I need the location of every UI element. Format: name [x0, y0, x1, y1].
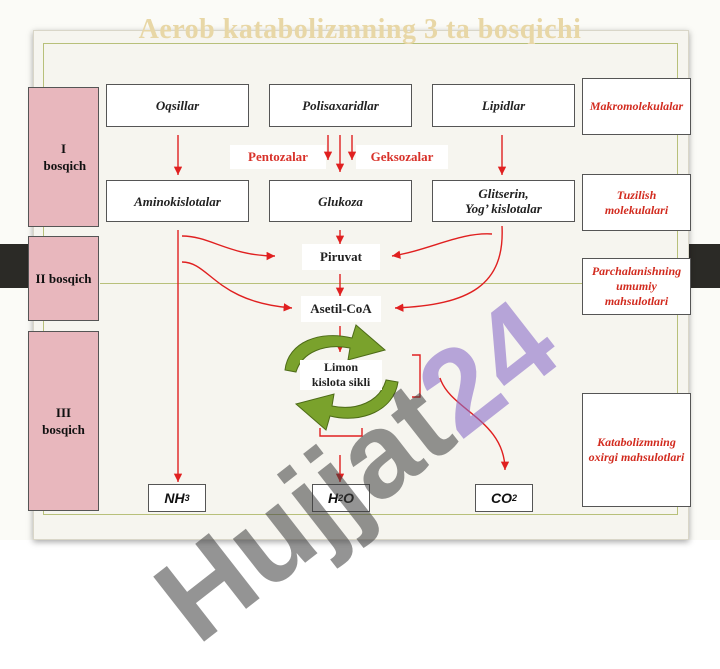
h2o-base: H: [327, 490, 339, 506]
cycle-arrow-top: [284, 324, 387, 373]
stage-1-label: I bosqich: [43, 141, 87, 173]
bracket-bottom: [319, 428, 363, 437]
box-oqsillar: Oqsillar: [106, 84, 249, 127]
stage-2: II bosqich: [28, 236, 99, 321]
stage-3: III bosqich: [28, 331, 99, 511]
cycle-arrows: [284, 324, 399, 431]
arrow-amino-piruvat: [181, 235, 276, 261]
arrow-lipid-acetyl: [394, 225, 503, 312]
label-pentozalar: Pentozalar: [230, 145, 326, 169]
co2-base: CO: [490, 490, 512, 506]
box-glukoza: Glukoza: [269, 180, 412, 222]
label-asetil-coa: Asetil-CoA: [301, 296, 381, 322]
arrow-cycle-co2: [439, 377, 510, 471]
cycle-arrow-bottom: [294, 379, 399, 431]
label-piruvat: Piruvat: [302, 244, 380, 270]
h2o-sub: 2: [338, 493, 344, 503]
label-limon-kislota-sikli: Limon kislota sikli: [300, 360, 382, 390]
stage-1: I bosqich: [28, 87, 99, 227]
box-glitserin: Glitserin, Yog’ kislotalar: [432, 180, 575, 222]
co2-sub: 2: [511, 493, 517, 503]
side-tuzilish: Tuzilish molekulalari: [582, 174, 691, 231]
side-parchalanish: Parchalanishning umumiy mahsulotlari: [582, 258, 691, 315]
divider-line: [100, 283, 685, 284]
label-geksozalar: Geksozalar: [356, 145, 448, 169]
side-makromolekulalar: Makromolekulalar: [582, 78, 691, 135]
bracket-right: [412, 354, 421, 398]
box-aminokislotalar: Aminokislotalar: [106, 180, 249, 222]
nh3-base: NH: [164, 490, 185, 506]
box-polisaxaridlar: Polisaxaridlar: [269, 84, 412, 127]
nh3-sub: 3: [184, 493, 190, 503]
arrow-glitserin-piruvat: [391, 233, 493, 259]
h2o-tail: O: [343, 490, 355, 506]
side-oxirgi-mahsulotlar: Katabolizmning oxirgi mahsulotlari: [582, 393, 691, 507]
stage-2-label: II bosqich: [35, 271, 92, 286]
box-lipidlar: Lipidlar: [432, 84, 575, 127]
diagram-arrows: [173, 135, 510, 482]
stage-3-label: III bosqich: [42, 405, 85, 437]
arrow-amino-acetyl: [181, 261, 293, 312]
slide-title: Aerob katabolizmning 3 ta bosqichi: [138, 14, 582, 45]
